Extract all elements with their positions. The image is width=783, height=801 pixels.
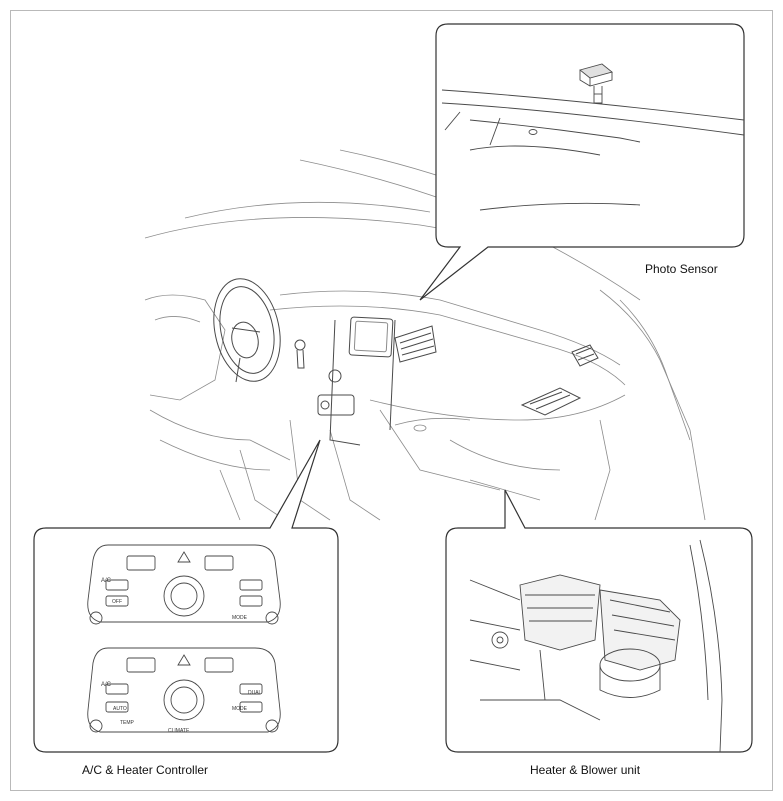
diagram-frame — [10, 10, 773, 791]
air-vents — [394, 325, 599, 416]
photo-sensor-callout — [419, 23, 745, 301]
controller-auto-text: AUTO — [113, 706, 127, 712]
steering-wheel — [213, 278, 306, 383]
photo-sensor-label: Photo Sensor — [645, 262, 718, 276]
controller-ac-text: A/C — [101, 578, 112, 584]
heater-blower-detail — [469, 539, 723, 753]
photo-sensor-detail — [441, 63, 745, 211]
glovebox — [394, 417, 471, 432]
controller-dual-text: DUAL — [248, 690, 262, 696]
controller-climate-text: CLIMATE — [168, 728, 190, 734]
controller-ac-text-lower: A/C — [101, 682, 112, 688]
controller-panel-lower — [87, 647, 281, 733]
controller-panel-upper — [87, 544, 281, 625]
controller-mode-text: MODE — [232, 615, 247, 621]
controller-label: A/C & Heater Controller — [82, 763, 209, 777]
controller-off-text: OFF — [112, 599, 122, 605]
controller-callout — [33, 439, 339, 753]
heater-callout — [445, 489, 753, 753]
controller-temp-text: TEMP — [120, 720, 134, 726]
center-stack — [317, 316, 396, 446]
controller-mode-text-lower: MODE — [232, 706, 247, 712]
heater-blower-label: Heater & Blower unit — [530, 763, 641, 777]
